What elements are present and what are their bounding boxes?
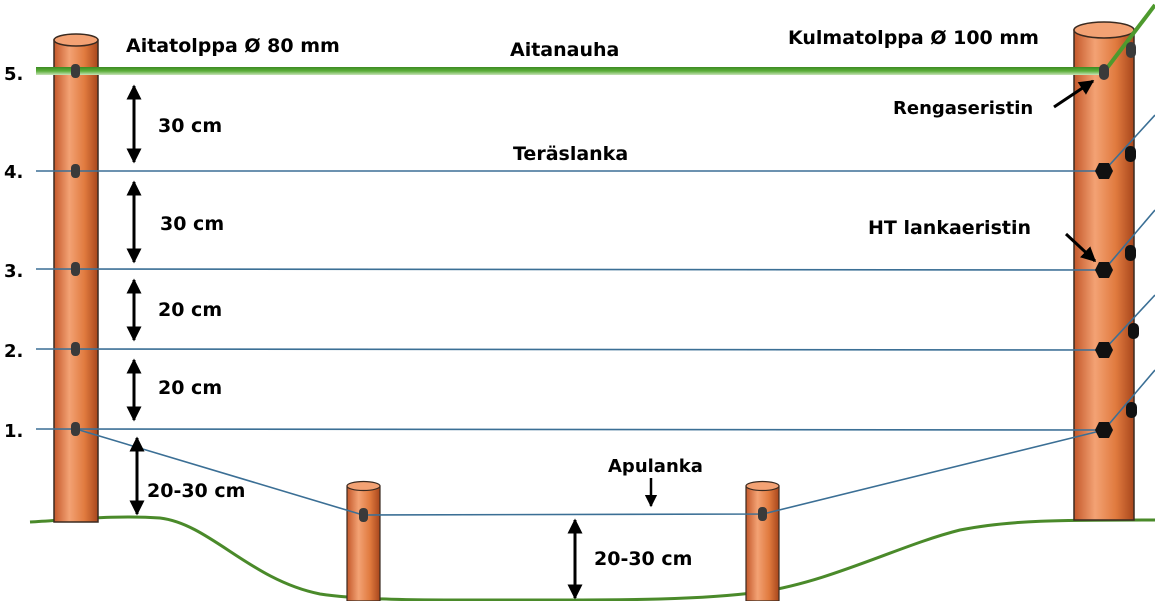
ring-insulator-label: Rengaseristin bbox=[893, 98, 1033, 119]
ring-insulator-icon bbox=[1099, 42, 1136, 80]
ground-line bbox=[29, 515, 1155, 601]
steel-wires bbox=[35, 114, 1155, 431]
wire-number-1: 1. bbox=[4, 421, 23, 442]
line-post-label: Aitatolppa Ø 80 mm bbox=[126, 35, 340, 57]
ht-insulator-label: HT lankaeristin bbox=[868, 217, 1031, 239]
spacing-label: 20-30 cm bbox=[594, 548, 692, 570]
helper-wire-label: Apulanka bbox=[608, 456, 703, 477]
spacing-label: 20-30 cm bbox=[147, 480, 245, 502]
spacing-label: 30 cm bbox=[158, 115, 222, 137]
wire-number-2: 2. bbox=[4, 341, 23, 362]
spacing-label: 20 cm bbox=[158, 377, 222, 399]
helper-wire bbox=[75, 428, 1105, 516]
ring-insulator-pointer bbox=[1053, 79, 1095, 109]
wire-3 bbox=[35, 268, 1105, 271]
wire-2 bbox=[35, 348, 1105, 351]
ht-insulator-icons bbox=[1095, 146, 1139, 438]
wire-number-4: 4. bbox=[4, 162, 23, 183]
line-post bbox=[53, 33, 99, 523]
spacing-label: 20 cm bbox=[158, 299, 222, 321]
wire-number-5: 5. bbox=[4, 64, 23, 85]
wire-1 bbox=[35, 428, 1105, 431]
fence-tape bbox=[36, 3, 1155, 75]
helper-post bbox=[745, 480, 780, 601]
corner-post bbox=[1073, 21, 1135, 521]
ht-insulator-pointer bbox=[1064, 232, 1097, 263]
line-post-insulators bbox=[71, 64, 767, 522]
steel-wire-label: Teräslanka bbox=[513, 143, 628, 165]
wire-number-3: 3. bbox=[4, 261, 23, 282]
helper-post bbox=[346, 480, 381, 601]
corner-post-label: Kulmatolppa Ø 100 mm bbox=[788, 27, 1039, 49]
spacing-arrows bbox=[126, 84, 583, 600]
spacing-label: 30 cm bbox=[160, 213, 224, 235]
tape-label: Aitanauha bbox=[510, 39, 619, 61]
